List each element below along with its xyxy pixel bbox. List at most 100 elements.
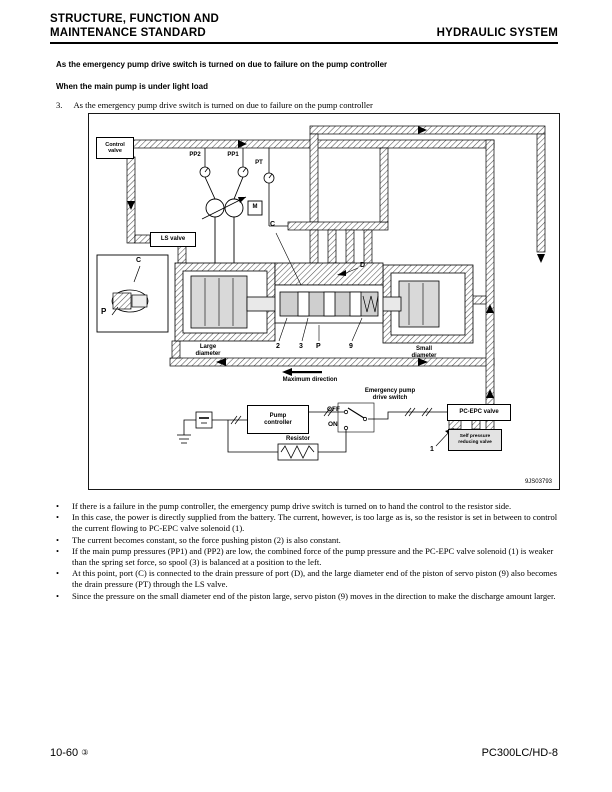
pipe-upper-right-vertical bbox=[536, 133, 546, 253]
port-d-arrowhead bbox=[337, 270, 346, 276]
list-item-3: 3.As the emergency pump drive switch is … bbox=[56, 100, 373, 110]
inset-piston bbox=[112, 292, 132, 310]
header-title-line1: STRUCTURE, FUNCTION AND bbox=[50, 13, 219, 25]
callout-3: 3 bbox=[299, 343, 303, 350]
pipe-manifold bbox=[287, 221, 389, 231]
hydraulic-circuit-diagram: Control valve PP2 PP1 PT M LS valve C P … bbox=[88, 113, 560, 490]
bullet-text-5: At this point, port (C) is connected to … bbox=[72, 568, 558, 590]
section-heading-1: As the emergency pump drive switch is tu… bbox=[56, 60, 388, 69]
callout-1: 1 bbox=[430, 446, 434, 453]
pc-epc-valve-label: PC-EPC valve bbox=[459, 409, 499, 416]
port-p-label: P bbox=[316, 343, 321, 350]
maximum-direction-arrow-shaft bbox=[292, 371, 322, 374]
large-diameter-line1: Large bbox=[199, 344, 217, 350]
small-diameter-line1: Small bbox=[415, 346, 433, 352]
bullet-marker: • bbox=[56, 545, 60, 556]
inset-port-c-label: C bbox=[136, 257, 142, 264]
wire-switch-pcepc bbox=[368, 411, 447, 420]
pipe-ls-down bbox=[177, 244, 187, 264]
list-item: • The current becomes constant, so the f… bbox=[56, 535, 558, 546]
list-item: • At this point, port (C) is connected t… bbox=[56, 568, 558, 590]
wire-battery-resistor bbox=[227, 420, 278, 453]
pump-body bbox=[174, 262, 474, 344]
pipe-bundle-3 bbox=[345, 229, 355, 264]
header-rule bbox=[50, 42, 558, 45]
flow-arrow-upper-right bbox=[418, 126, 427, 134]
pump-controller-box: Pump controller bbox=[247, 405, 309, 434]
footer-page-number: 10-60 ③ bbox=[50, 747, 88, 759]
wire-resistor-switch bbox=[318, 430, 347, 453]
list-item-number: 3. bbox=[56, 100, 63, 110]
pump-1 bbox=[205, 198, 225, 218]
resistor-element bbox=[277, 443, 319, 461]
callout-9: 9 bbox=[349, 343, 353, 350]
emergency-switch-line2: drive switch bbox=[372, 394, 408, 401]
self-pressure-valve-box: Self pressure reducing valve bbox=[448, 429, 502, 451]
flow-arrows bbox=[127, 126, 545, 398]
flow-arrow-up-2 bbox=[486, 389, 494, 398]
emergency-switch-line1: Emergency pump bbox=[364, 388, 416, 394]
gauge-pp2-label: PP2 bbox=[189, 152, 201, 158]
control-valve-box: Control valve bbox=[96, 137, 134, 159]
pump-controller-line2: controller bbox=[264, 419, 292, 426]
self-pressure-line2: reducing valve bbox=[458, 440, 492, 445]
ground-symbol bbox=[177, 419, 196, 444]
pipe-top-to-manifold bbox=[379, 147, 389, 223]
inset-detail bbox=[96, 254, 169, 333]
header-title-right: HYDRAULIC SYSTEM bbox=[436, 27, 558, 39]
maximum-direction-arrowhead bbox=[282, 368, 292, 376]
piston-rod-right bbox=[380, 296, 402, 312]
section-heading-2: When the main pump is under light load bbox=[56, 82, 208, 91]
flow-arrow-drain-right bbox=[418, 358, 428, 366]
motor-label: M bbox=[252, 204, 258, 210]
list-item: • If the main pump pressures (PP1) and (… bbox=[56, 546, 558, 568]
bullet-text-6: Since the pressure on the small diameter… bbox=[72, 590, 556, 601]
pipe-body-to-drain bbox=[171, 340, 181, 359]
page-revision-mark: ③ bbox=[81, 748, 89, 757]
list-item: • If there is a failure in the pump cont… bbox=[56, 501, 558, 512]
pipe-bundle-1 bbox=[309, 229, 319, 264]
control-valve-label-1: Control bbox=[105, 141, 125, 148]
bullet-list: • If there is a failure in the pump cont… bbox=[56, 501, 558, 602]
emergency-switch bbox=[337, 402, 375, 433]
gauge-pt-label: PT bbox=[255, 160, 263, 166]
bullet-text-2: In this case, the power is directly supp… bbox=[72, 512, 558, 534]
pump-swash-arrowhead bbox=[238, 197, 246, 203]
bullet-marker: • bbox=[56, 534, 60, 545]
list-item: • In this case, the power is directly su… bbox=[56, 512, 558, 534]
bullet-marker: • bbox=[56, 501, 60, 511]
pipe-upper-left-connector bbox=[309, 133, 319, 223]
flow-arrow-top-right bbox=[238, 140, 247, 148]
pipe-right-channel bbox=[485, 139, 495, 433]
emergency-switch-label: Emergency pump drive switch bbox=[365, 388, 415, 402]
large-diameter-line2: diameter bbox=[195, 350, 221, 357]
bullet-text-1: If there is a failure in the pump contro… bbox=[72, 501, 512, 511]
page-number: 10-60 bbox=[50, 747, 79, 759]
footer-model: PC300LC/HD-8 bbox=[481, 747, 558, 759]
servo-piston-small bbox=[398, 280, 440, 328]
pressure-gauges bbox=[199, 148, 288, 227]
pipe-to-ls-valve bbox=[134, 234, 151, 244]
pc-epc-valve-box: PC-EPC valve bbox=[447, 404, 511, 421]
switch-on-label: ON bbox=[328, 421, 338, 428]
battery bbox=[195, 411, 213, 429]
pump-controller-line1: Pump bbox=[269, 412, 287, 419]
flow-arrow-down bbox=[537, 254, 545, 263]
spool-spring bbox=[362, 295, 379, 313]
pipe-bundle-4 bbox=[363, 229, 373, 264]
bullet-text-3: The current becomes constant, so the for… bbox=[72, 534, 341, 545]
bullet-text-4: If the main pump pressures (PP1) and (PP… bbox=[72, 545, 554, 568]
pipe-upper bbox=[309, 125, 546, 135]
bullet-marker: • bbox=[56, 512, 60, 523]
switch-lever bbox=[347, 407, 365, 419]
ls-valve-label: LS valve bbox=[160, 236, 186, 243]
flow-arrow-up-1 bbox=[486, 304, 494, 313]
self-pressure-line1: Self pressure bbox=[459, 434, 491, 440]
ls-valve-box: LS valve bbox=[150, 232, 196, 247]
maximum-direction-label: Maximum direction bbox=[282, 377, 338, 383]
inset-port-p-label: P bbox=[101, 307, 107, 316]
port-c-label: C bbox=[270, 221, 276, 228]
flow-arrow-drain-left bbox=[216, 358, 226, 366]
pipe-bundle-2 bbox=[327, 229, 337, 264]
motor-box bbox=[247, 200, 263, 216]
